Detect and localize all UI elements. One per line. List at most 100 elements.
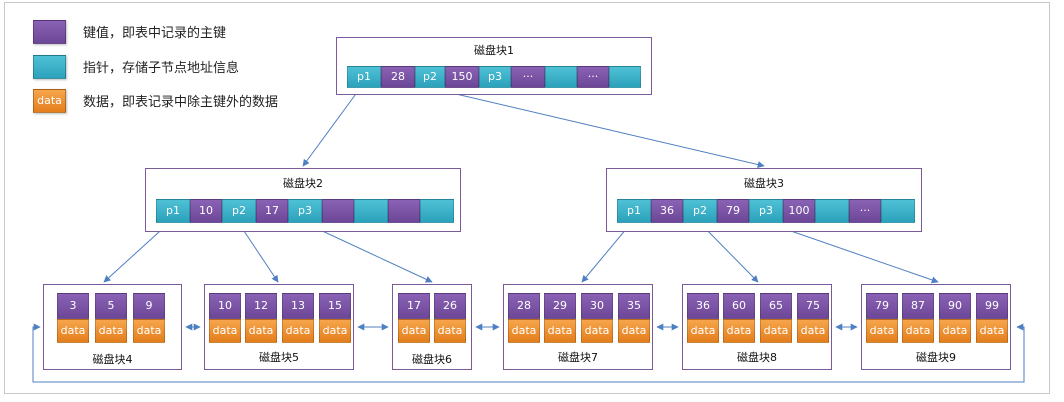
leaf-node-4: 3 5 9 data data data 磁盘块4 xyxy=(43,284,182,370)
edge-block3-p1-to-block7 xyxy=(581,221,633,283)
pointer-cell xyxy=(354,199,388,223)
edge-block2-p1-to-block4 xyxy=(103,221,171,283)
edge-block2-p3-to-block6 xyxy=(302,221,433,283)
leaf-key-cell: 29 xyxy=(544,293,576,319)
pointer-cell: p3 xyxy=(749,199,783,223)
leaf-data-cell: data xyxy=(544,319,576,343)
leaf-data-cell: data xyxy=(209,319,241,343)
leaf-data-cell: data xyxy=(723,319,755,343)
node-title: 磁盘块5 xyxy=(259,351,299,364)
leaf-key-cell: 12 xyxy=(245,293,277,319)
leaf-key-cell: 65 xyxy=(760,293,792,319)
pointer-cell: p2 xyxy=(415,66,445,88)
leaf-node-5: 10 12 13 15 data data data data 磁盘块5 xyxy=(204,284,354,370)
leaf-data-cell: data xyxy=(57,319,89,343)
leaf-key-cell: 9 xyxy=(133,293,165,319)
pointer-cell: p1 xyxy=(347,66,381,88)
legend-pointer-text: 指针，存储子节点地址信息 xyxy=(83,61,240,76)
leaf-data-cell: data xyxy=(687,319,719,343)
key-cell: ··· xyxy=(511,66,545,88)
leaf-data-cell: data xyxy=(133,319,165,343)
node-title: 磁盘块3 xyxy=(744,177,784,190)
legend-pointer-swatch xyxy=(33,55,66,79)
leaf-data-cell: data xyxy=(508,319,540,343)
pointer-cell xyxy=(881,199,915,223)
leaf-data-cell: data xyxy=(434,319,466,343)
legend-key-swatch xyxy=(33,20,66,44)
node-title: 磁盘块9 xyxy=(916,351,956,364)
key-cell: 28 xyxy=(381,66,415,88)
edge-block3-p3-to-block9 xyxy=(764,221,939,284)
key-cell xyxy=(322,199,354,223)
leaf-key-cell: 99 xyxy=(976,293,1008,319)
key-cell xyxy=(388,199,420,223)
node-title: 磁盘块1 xyxy=(474,44,514,57)
leaf-node-8: 36 60 65 75 data data data data 磁盘块8 xyxy=(682,284,832,370)
leaf-key-cell: 5 xyxy=(95,293,127,319)
key-cell: 36 xyxy=(651,199,683,223)
leaf-data-cell: data xyxy=(866,319,898,343)
leaf-data-cell: data xyxy=(797,319,829,343)
internal-node-2: 磁盘块2 p1 10 p2 17 p3 xyxy=(145,168,461,232)
leaf-data-cell: data xyxy=(398,319,430,343)
pointer-cell: p3 xyxy=(479,66,511,88)
leaf-key-cell: 36 xyxy=(687,293,719,319)
leaf-data-cell: data xyxy=(95,319,127,343)
leaf-key-cell: 79 xyxy=(866,293,898,319)
leaf-data-cell: data xyxy=(319,319,351,343)
leaf-data-cell: data xyxy=(976,319,1008,343)
leaf-key-cell: 60 xyxy=(723,293,755,319)
leaf-key-cell: 75 xyxy=(797,293,829,319)
edge-root-p1-to-block2 xyxy=(302,86,362,167)
leaf-data-cell: data xyxy=(902,319,934,343)
pointer-cell: p1 xyxy=(156,199,190,223)
leaf-data-cell: data xyxy=(618,319,650,343)
node-title: 磁盘块7 xyxy=(558,351,598,364)
leaf-key-cell: 17 xyxy=(398,293,430,319)
leaf-data-cell: data xyxy=(282,319,314,343)
leaf-key-cell: 13 xyxy=(282,293,314,319)
diagram-frame xyxy=(4,2,1050,394)
leaf-key-cell: 10 xyxy=(209,293,241,319)
leaf-key-cell: 28 xyxy=(508,293,540,319)
edge-block3-p2-to-block8 xyxy=(698,221,759,283)
leaf-key-cell: 90 xyxy=(939,293,971,319)
leaf-node-6: 17 26 data data 磁盘块6 xyxy=(392,284,472,370)
key-cell: 79 xyxy=(717,199,749,223)
internal-node-1: 磁盘块1 p1 28 p2 150 p3 ··· ··· xyxy=(336,37,652,95)
leaf-node-9: 79 87 90 99 data data data data 磁盘块9 xyxy=(861,284,1011,370)
key-cell: 100 xyxy=(783,199,815,223)
key-cell: 17 xyxy=(256,199,288,223)
node-title: 磁盘块8 xyxy=(737,351,777,364)
leaf-key-cell: 35 xyxy=(618,293,650,319)
leaf-data-cell: data xyxy=(581,319,613,343)
leaf-data-cell: data xyxy=(939,319,971,343)
pointer-cell xyxy=(545,66,577,88)
pointer-cell: p1 xyxy=(617,199,651,223)
pointer-cell xyxy=(609,66,641,88)
leaf-key-cell: 15 xyxy=(319,293,351,319)
pointer-cell: p2 xyxy=(222,199,256,223)
leaf-key-cell: 3 xyxy=(57,293,89,319)
legend-data-swatch: data xyxy=(33,89,66,113)
key-cell: ··· xyxy=(577,66,609,88)
pointer-cell: p3 xyxy=(288,199,322,223)
leaf-key-cell: 26 xyxy=(434,293,466,319)
key-cell: 10 xyxy=(190,199,222,223)
key-cell: ··· xyxy=(849,199,881,223)
legend-data-text: 数据，即表记录中除主键外的数据 xyxy=(83,95,279,110)
edge-block2-p2-to-block5 xyxy=(237,221,279,283)
pointer-cell xyxy=(420,199,454,223)
pointer-cell xyxy=(815,199,849,223)
node-title: 磁盘块2 xyxy=(283,177,323,190)
legend-key-text: 键值，即表中记录的主键 xyxy=(83,26,227,41)
leaf-data-cell: data xyxy=(760,319,792,343)
leaf-data-cell: data xyxy=(245,319,277,343)
leaf-key-cell: 30 xyxy=(581,293,613,319)
leaf-node-7: 28 29 30 35 data data data data 磁盘块7 xyxy=(503,284,653,370)
node-title: 磁盘块6 xyxy=(412,353,452,366)
internal-node-3: 磁盘块3 p1 36 p2 79 p3 100 ··· xyxy=(606,168,922,232)
leaf-wrap-link xyxy=(32,323,1025,383)
